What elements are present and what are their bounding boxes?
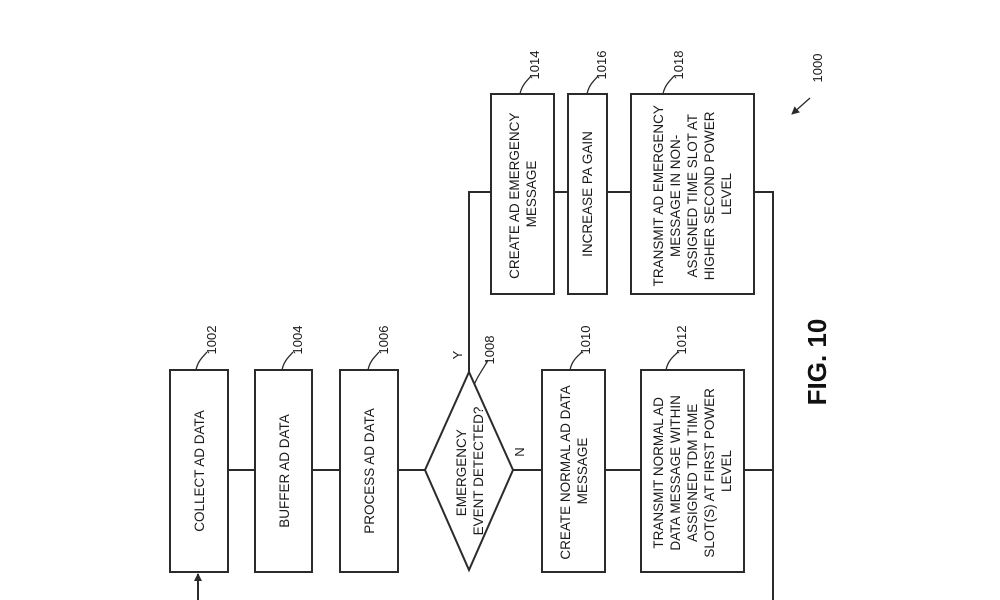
step-box-transmit-normal-message xyxy=(640,369,745,573)
step-label-1010-line-2: MESSAGE xyxy=(575,438,590,505)
ref-1010: 1010 xyxy=(578,326,593,355)
ref-1018: 1018 xyxy=(671,51,686,80)
ref-1006: 1006 xyxy=(376,326,391,355)
reference-numerals: 1002 1004 1006 1008 1010 1012 1014 1016 … xyxy=(195,51,689,386)
step-label-1008-line-1: EMERGENCY xyxy=(454,429,469,516)
ref-1004: 1004 xyxy=(290,326,305,355)
step-label-1010: CREATE NORMAL AD DATA MESSAGE xyxy=(558,382,590,559)
leader-1004 xyxy=(281,351,294,371)
step-label-1012-line-2: DATA MESSAGE WITHIN xyxy=(668,395,683,551)
leader-1006 xyxy=(367,351,380,371)
step-label-1008-line-2: EVENT DETECTED? xyxy=(471,407,486,536)
step-label-1010-line-1: CREATE NORMAL AD DATA xyxy=(558,385,573,559)
ref-1016: 1016 xyxy=(594,51,609,80)
connector-lines xyxy=(194,191,774,600)
step-label-1002: COLLECT AD DATA xyxy=(192,410,207,532)
step-label-1004-line-1: BUFFER AD DATA xyxy=(277,414,292,528)
step-label-1012-line-3: ASSIGNED TDM TIME xyxy=(685,404,700,542)
step-label-1006: PROCESS AD DATA xyxy=(362,408,377,534)
leader-1002 xyxy=(195,351,208,371)
leader-1016 xyxy=(586,75,599,95)
connector-1018-return xyxy=(754,191,774,600)
step-label-1012: TRANSMIT NORMAL AD DATA MESSAGE WITHIN A… xyxy=(651,384,734,557)
step-box-create-normal-message xyxy=(541,369,606,573)
step-label-1018-line-4: HIGHER SECOND POWER xyxy=(702,111,717,280)
step-label-1016-line-1: INCREASE PA GAIN xyxy=(580,131,595,257)
step-box-transmit-emergency-message xyxy=(630,93,755,295)
step-box-collect-ad-data xyxy=(169,369,229,573)
step-label-1012-line-1: TRANSMIT NORMAL AD xyxy=(651,397,666,549)
branch-no-label: N xyxy=(512,447,527,456)
step-box-create-emergency-message xyxy=(490,93,555,295)
ref-1014: 1014 xyxy=(527,51,542,80)
step-label-1018: TRANSMIT AD EMERGENCY MESSAGE IN NON- AS… xyxy=(651,102,734,287)
step-label-1012-line-4: SLOT(S) AT FIRST POWER xyxy=(702,388,717,558)
step-label-1014: CREATE AD EMERGENCY MESSAGE xyxy=(507,109,539,279)
figure-number: 1000 xyxy=(810,54,825,83)
step-box-process-ad-data xyxy=(339,369,399,573)
ref-1012: 1012 xyxy=(674,326,689,355)
step-label-1018-line-1: TRANSMIT AD EMERGENCY xyxy=(651,105,666,286)
connector-yes-1008-1014 xyxy=(468,191,491,372)
step-label-1018-line-5: LEVEL xyxy=(719,172,734,215)
step-box-increase-pa-gain xyxy=(567,93,608,295)
branch-yes-label: Y xyxy=(450,350,465,359)
step-label-1014-line-2: MESSAGE xyxy=(524,161,539,228)
ref-1002: 1002 xyxy=(204,326,219,355)
leader-1010 xyxy=(569,351,583,371)
figure-title: FIG. 10 xyxy=(802,319,832,406)
step-label-1016: INCREASE PA GAIN xyxy=(580,131,595,257)
leader-1018 xyxy=(662,75,675,95)
leader-1014 xyxy=(519,75,532,95)
decision-emergency-event xyxy=(423,369,515,573)
step-label-1018-line-3: ASSIGNED TIME SLOT AT xyxy=(685,114,700,277)
step-label-1004: BUFFER AD DATA xyxy=(277,414,292,528)
step-label-1006-line-1: PROCESS AD DATA xyxy=(362,408,377,534)
step-label-1018-line-2: MESSAGE IN NON- xyxy=(668,135,683,257)
leader-1012 xyxy=(665,351,679,371)
step-label-1014-line-1: CREATE AD EMERGENCY xyxy=(507,113,522,279)
figure-pointer-arrow xyxy=(791,97,811,115)
ref-1008: 1008 xyxy=(482,336,497,365)
leader-1008 xyxy=(473,359,489,386)
step-label-1012-line-5: LEVEL xyxy=(719,449,734,492)
step-label-1002-line-1: COLLECT AD DATA xyxy=(192,410,207,532)
step-box-buffer-ad-data xyxy=(254,369,313,573)
step-label-1008: EMERGENCY EVENT DETECTED? xyxy=(454,407,486,536)
